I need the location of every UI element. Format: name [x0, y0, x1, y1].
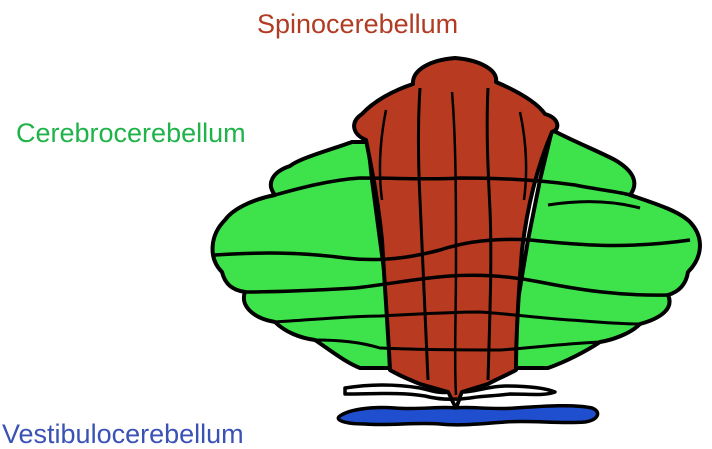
cerebrocerebellum-right-hemisphere	[515, 130, 700, 368]
vestibulocerebellum-region	[338, 406, 597, 425]
